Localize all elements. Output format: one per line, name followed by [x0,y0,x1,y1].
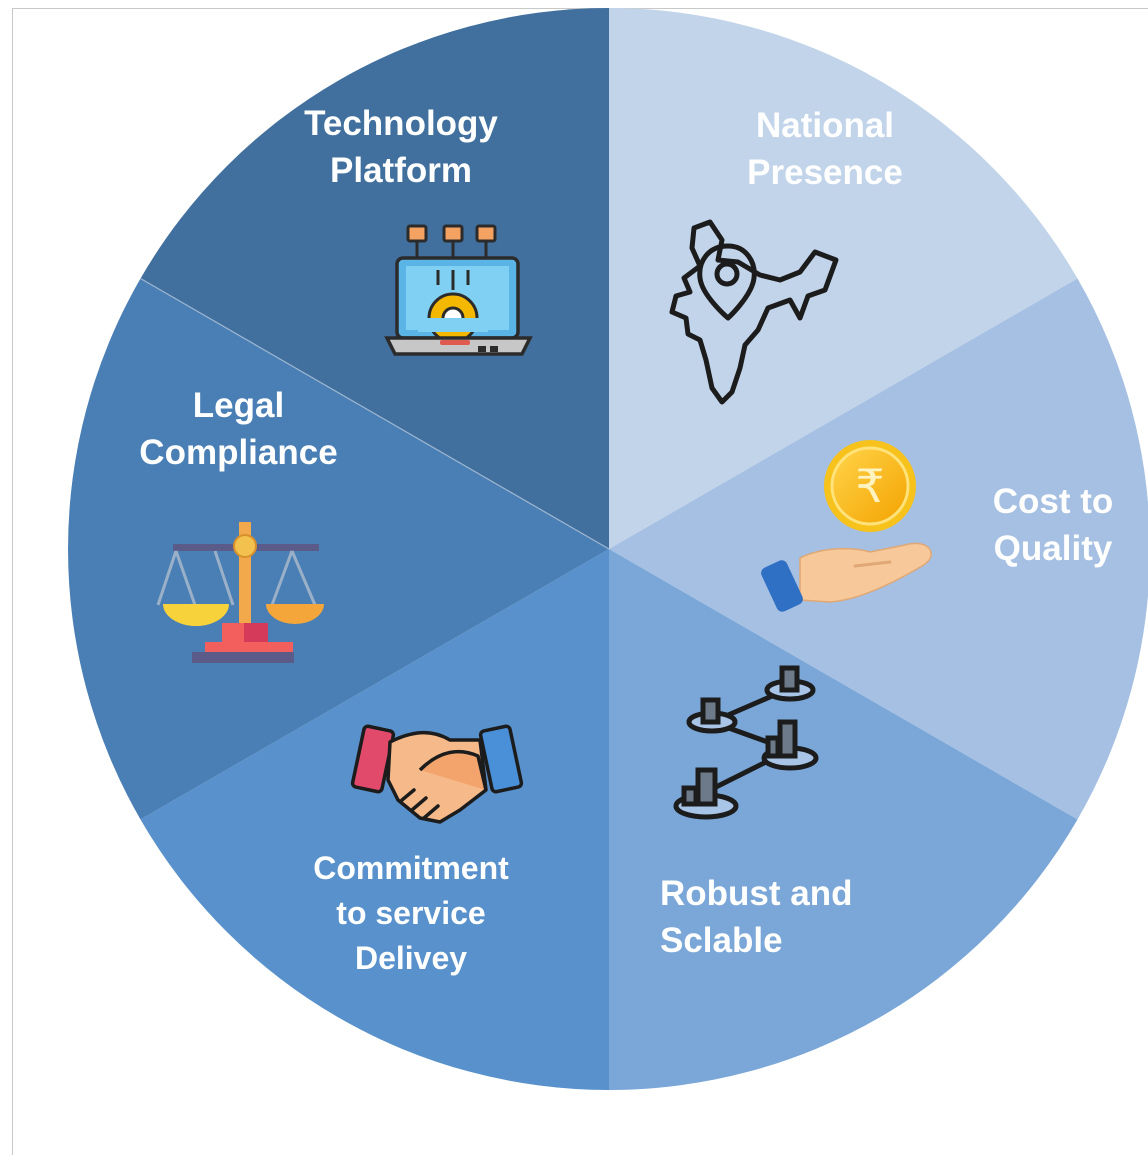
handshake-icon [350,724,524,824]
label-line: National [755,106,895,145]
label-line: Delivey [354,940,468,976]
label-line: to service [336,895,486,931]
label-commitment: Commitment to service Delivey [296,846,526,981]
diagram-frame [12,8,1148,1155]
balance-scale-icon [156,522,324,663]
label-line: Compliance [139,433,338,472]
label-line: Cost to [992,482,1114,521]
label-line: Robust and [660,874,853,913]
segment-robust-and-scalable [609,549,1078,1090]
label-line: Platform [330,151,472,190]
label-line: Presence [747,153,903,192]
label-legal-compliance: Legal Compliance [126,382,351,476]
label-cost-to-quality: Cost to Quality [978,478,1128,572]
segment-cost-to-quality [609,278,1148,820]
label-robust-and-scalable: Robust and Sclable [660,870,870,964]
segment-technology-platform [140,8,609,549]
svg-text:₹: ₹ [855,459,884,513]
hand-rupee-coin-icon: ₹ [761,440,932,612]
label-national-presence: National Presence [700,102,950,196]
label-line: Legal [192,386,285,425]
label-line: Quality [993,529,1113,568]
segment-national-presence [609,8,1078,549]
segment-commitment [140,549,609,1090]
label-line: Technology [304,104,498,143]
label-line: Commitment [313,850,509,886]
network-nodes-icon [673,665,819,820]
segment-legal-compliance [68,278,610,820]
label-technology-platform: Technology Platform [276,100,526,194]
india-map-pin-icon [669,219,839,405]
laptop-gear-icon [384,224,533,356]
label-line: Sclable [660,921,783,960]
